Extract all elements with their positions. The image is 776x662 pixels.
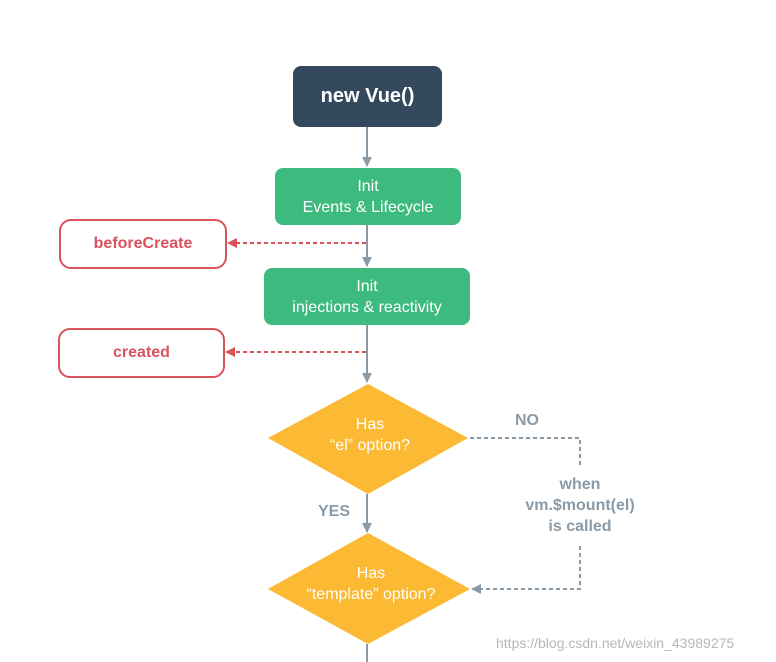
init-events-line2: Events & Lifecycle [302,198,434,216]
has-el-line2: “el” option? [329,437,411,454]
mount-note-line2: vm.$mount(el) [525,497,635,514]
new-vue-label: new Vue() [320,85,415,107]
mount-note-line1: when [559,476,601,493]
connector-mount-to-template [471,546,581,594]
before-create-hook: beforeCreate [59,219,227,269]
has-template-diamond [268,533,470,644]
has-template-line1: Has [356,565,386,582]
has-el-line1: Has [355,416,385,433]
init-events-node: Init Events & Lifecycle [275,168,461,225]
connector-no-branch [470,437,581,466]
before-create-label: beforeCreate [93,235,193,252]
new-vue-node: new Vue() [293,66,442,127]
no-label: NO [515,412,539,429]
has-template-text: Has “template” option? [276,558,466,610]
yes-label: YES [318,503,351,520]
init-events-line1: Init [357,177,379,195]
mount-note-line3: is called [548,518,612,535]
init-injections-node: Init injections & reactivity [264,268,470,325]
created-hook: created [58,328,225,378]
has-el-text: Has “el” option? [282,409,458,461]
init-injections-line1: Init [356,277,378,295]
init-injections-line2: injections & reactivity [292,298,442,316]
watermark-text: https://blog.csdn.net/weixin_43989275 [496,635,735,651]
has-template-line2: “template” option? [306,586,436,603]
created-label: created [113,344,170,361]
has-el-diamond [268,384,468,494]
mount-note: when vm.$mount(el) is called [505,474,655,537]
